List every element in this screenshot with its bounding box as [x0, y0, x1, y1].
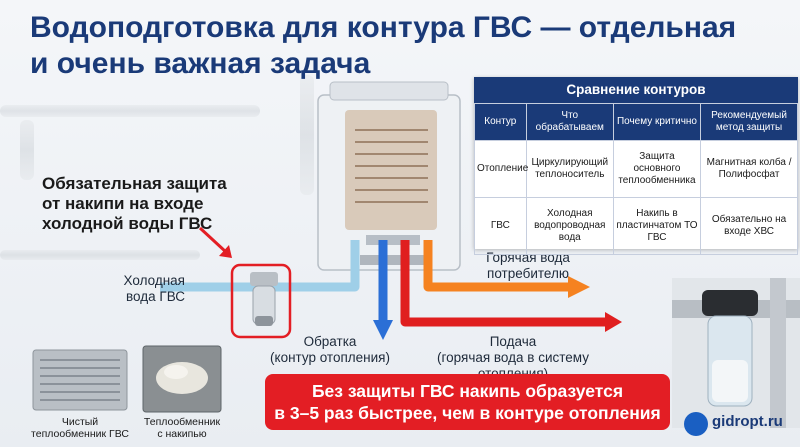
comparison-title: Сравнение контуров: [474, 77, 798, 103]
banner-line-2: в 3–5 раз быстрее, чем в контуре отоплен…: [274, 403, 661, 423]
page-title: Водоподготовка для контура ГВС — отдельн…: [30, 10, 770, 82]
warning-banner: Без защиты ГВС накипь образуется в 3–5 р…: [265, 374, 670, 430]
return-arrow: [373, 320, 393, 340]
background-pipe: [0, 105, 260, 117]
clean-exchanger-caption: Чистый теплообменник ГВС: [31, 416, 129, 440]
table-cell: Циркулирующий теплоноситель: [525, 140, 614, 198]
hot-water-arrow: [568, 276, 590, 298]
background-pipe: [20, 120, 34, 180]
table-cell: Обязательно на входе ХВС: [700, 197, 798, 255]
filter-callout: Обязательная защита от накипи на входе х…: [42, 174, 272, 234]
comparison-table: Сравнение контуров Контур Что обрабатыва…: [474, 77, 798, 255]
callout-line-3: холодной воды ГВС: [42, 214, 213, 233]
table-header: Контур: [474, 103, 527, 141]
brand-name: gidropt.ru: [712, 413, 783, 430]
table-cell: Холодная водопроводная вода: [525, 197, 614, 255]
table-header: Что обрабатываем: [525, 103, 614, 141]
title-line-2: и очень важная задача: [30, 47, 371, 80]
supply-arrow: [605, 312, 622, 332]
table-header: Рекомендуемый метод защиты: [700, 103, 798, 141]
table-cell: Отопление: [474, 140, 528, 198]
brand-logo-icon: [684, 412, 708, 436]
callout-arrow: [198, 226, 228, 254]
boiler-illustration: [317, 81, 461, 271]
clean-exchanger-image: [32, 349, 128, 411]
table-header: Почему критично: [612, 103, 702, 141]
callout-line-2: от накипи на входе: [42, 194, 204, 213]
table-cell: Защита основного теплообменника: [612, 140, 702, 198]
inlet-filter-illustration: [250, 272, 278, 326]
scaled-exchanger-caption: Теплообменник с накипью: [143, 416, 221, 440]
table-cell: Накипь в пластинчатом ТО ГВС: [612, 197, 702, 255]
cold-water-label: Холодная вода ГВС: [123, 273, 185, 304]
supply-pipe: [400, 240, 610, 327]
banner-line-1: Без защиты ГВС накипь образуется: [311, 381, 624, 401]
title-line-1: Водоподготовка для контура ГВС — отдельн…: [30, 11, 737, 44]
background-pipe: [0, 250, 200, 260]
background-pipe: [300, 75, 314, 195]
table-row: ГВС Холодная водопроводная вода Накипь в…: [474, 197, 798, 255]
hot-water-pipe: [423, 240, 572, 292]
return-label: Обратка (контур отопления): [270, 334, 390, 365]
table-cell: Магнитная колба / Полифосфат: [700, 140, 798, 198]
table-cell: ГВС: [474, 197, 527, 255]
cold-water-pipe: [160, 240, 360, 292]
filter-photo: [672, 278, 800, 428]
filter-highlight-box: [230, 263, 292, 339]
callout-line-1: Обязательная защита: [42, 174, 227, 193]
table-row: Отопление Циркулирующий теплоноситель За…: [474, 140, 798, 198]
